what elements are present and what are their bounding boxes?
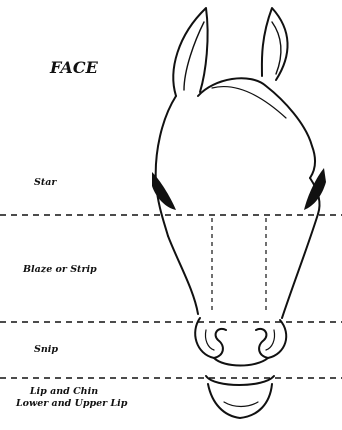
right-nostril xyxy=(256,320,286,358)
label-blaze-or-strip: Blaze or Strip xyxy=(23,264,97,275)
muzzle-top xyxy=(214,358,268,366)
left-nostril xyxy=(195,318,226,358)
left-cheek xyxy=(168,236,198,314)
left-nostril-detail xyxy=(205,330,214,350)
right-ear xyxy=(262,8,288,80)
chin-line xyxy=(224,402,258,407)
upper-lip xyxy=(206,376,274,385)
right-eye xyxy=(304,168,326,210)
right-cheek xyxy=(282,214,318,318)
label-star: Star xyxy=(34,177,56,188)
diagram-title: FACE xyxy=(50,58,98,77)
left-eye xyxy=(152,172,176,210)
lower-lip xyxy=(208,384,272,418)
label-lip-line2: Lower and Upper Lip xyxy=(16,398,112,410)
forelock xyxy=(198,78,315,178)
label-lip-line1: Lip and Chin xyxy=(16,386,112,398)
label-lip-and-chin: Lip and Chin Lower and Upper Lip xyxy=(16,386,112,410)
forelock-inner xyxy=(212,87,286,118)
left-ear xyxy=(173,8,207,96)
label-snip: Snip xyxy=(34,344,58,355)
right-ear-inner xyxy=(272,22,281,74)
